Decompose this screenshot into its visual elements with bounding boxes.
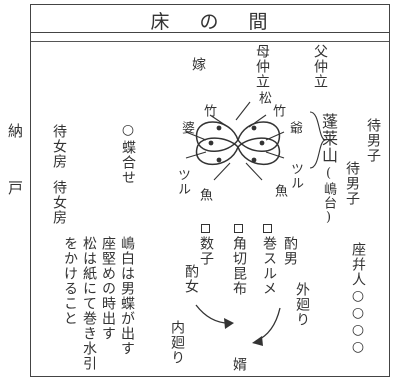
maids-label-1: 待女房 [51,124,67,169]
bamboo-right-label: 竹 [270,104,285,118]
men-label-2: 待男子 [344,161,360,206]
inner-flow-arrowhead [224,318,234,329]
butterfly-label: 蝶合せ [120,140,136,185]
horai-bracket [309,111,327,169]
plum-left-label: 婆 [179,121,194,135]
bamboo-left-label: 竹 [201,104,216,118]
pine-label: 松 [256,91,271,105]
inner-flow-label: 内廻り [169,320,185,365]
outer-flow-arrow [255,307,281,342]
maids-label-2: 待女房 [51,180,67,225]
note-line-1: 嶋白は男蝶が出す [119,236,135,356]
male-server-label: 酌男 [282,236,298,266]
shimadai-lower-left-lobe [195,137,239,166]
crane-left-label: ツル [175,168,190,196]
horai-label: 蓬莱山 [319,113,338,164]
groom-seat-label: 婿 [231,357,247,372]
men-label-1: 待男子 [365,118,381,163]
makisurume-box [263,224,272,233]
kazunoko-label: 数子 [198,236,214,266]
outer-flow-arrowhead [252,336,263,346]
outer-flow-label: 外廻り [294,282,310,327]
female-server-label: 酌女 [183,264,199,294]
butterfly-symbol: ○ [120,122,136,139]
plum-right-label: 爺 [287,121,302,135]
kakukiri-label: 角切昆布 [231,236,247,296]
crane-right-label: ツル [288,162,303,190]
kakukiri-box [234,224,243,233]
note-line-4: をかけること [62,236,78,326]
fish-left-label: 魚 [197,188,212,202]
seated-label: 座幷人 [350,242,366,287]
note-line-2: 座堅めの時出す [100,236,116,341]
seated-circle-4: ○ [350,339,366,356]
seated-circle-2: ○ [350,305,366,322]
kazunoko-box [201,224,210,233]
bride-relative-label: 母仲立 [254,44,270,89]
side-label-na: 納 [8,122,24,140]
tokonoma-title: 床 の 間 [150,11,270,33]
makisurume-label: 巻スルメ [261,236,277,296]
seated-circle-3: ○ [350,322,366,339]
side-label-do: 戸 [8,179,24,197]
fish-right-label: 魚 [272,184,287,198]
shimadai-lower-right-lobe [237,137,281,166]
tokonoma-inner-line [31,41,389,42]
note-line-3: 松は紙にて巻き水引 [81,236,97,371]
seated-circle-1: ○ [350,288,366,305]
groom-relative-label: 父仲立 [312,44,328,89]
bride-label: 嫁 [190,57,206,72]
shimadai-label: (嶋台) [321,166,336,226]
tokonoma-band: 床 の 間 [31,5,389,33]
tokonoma-frame: 床 の 間 [30,4,390,377]
